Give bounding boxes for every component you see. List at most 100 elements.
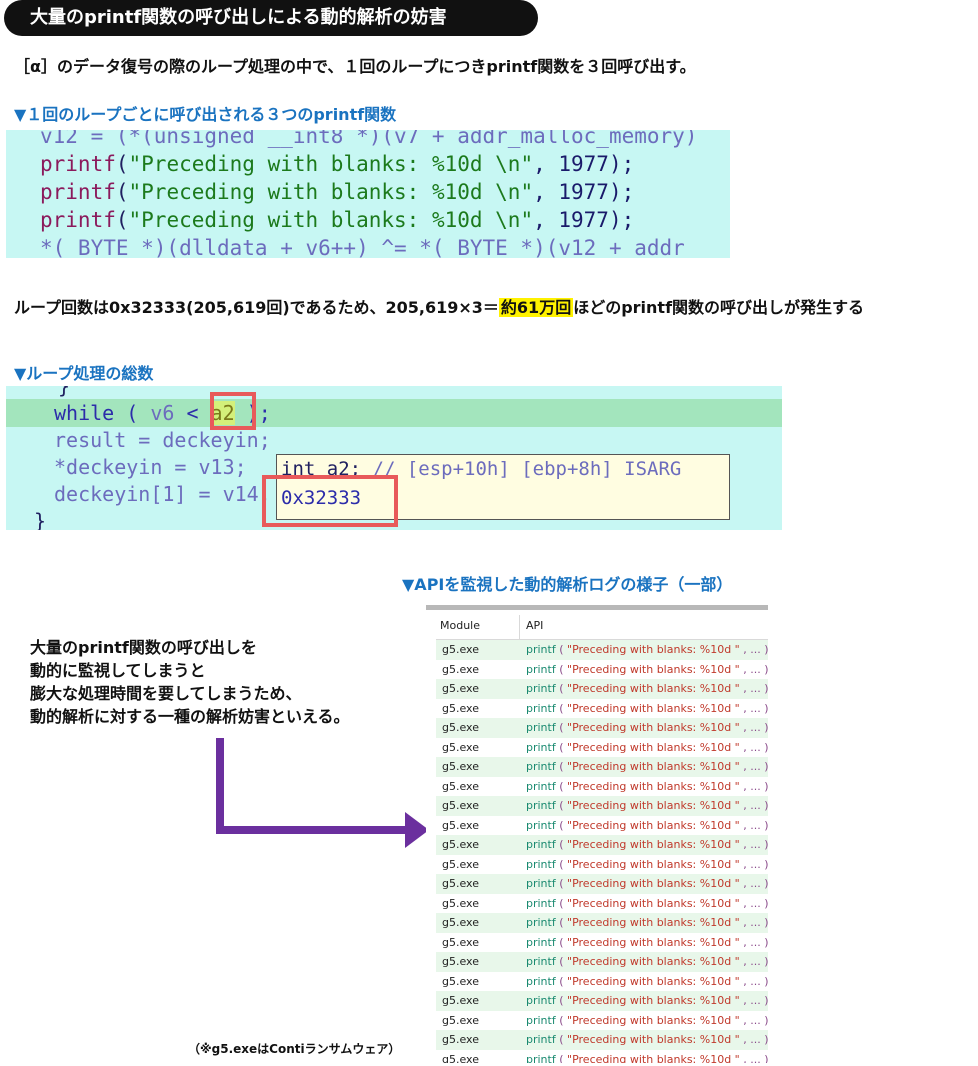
log-api-open: ( — [555, 955, 568, 968]
log-api: printf ( "Preceding with blanks: %10d " … — [526, 952, 768, 972]
log-api-fn: printf — [526, 935, 556, 949]
log-api: printf ( "Preceding with blanks: %10d " … — [526, 972, 768, 992]
log-api-open: ( — [555, 838, 568, 851]
format-string: "Preceding with blanks: %10d \n" — [128, 180, 534, 204]
log-api-fn: printf — [526, 1033, 556, 1046]
log-row[interactable]: g5.exe printf ( "Preceding with blanks: %… — [436, 952, 768, 972]
log-row[interactable]: g5.exe printf ( "Preceding with blanks: %… — [436, 835, 768, 855]
log-api-fn: printf — [526, 682, 556, 695]
log-api-fn: printf — [526, 1013, 556, 1027]
log-api-close: , ... ) — [739, 1033, 768, 1046]
highlighted-row — [6, 399, 782, 427]
log-row[interactable]: g5.exe printf ( "Preceding with blanks: %… — [436, 1050, 768, 1064]
variable-tooltip: int a2; // [esp+10h] [ebp+8h] ISARG 0x32… — [276, 454, 730, 520]
log-module: g5.exe — [442, 955, 479, 968]
log-api-close: , ... ) — [739, 799, 768, 812]
section2-heading: ▼ループ処理の総数 — [14, 364, 154, 383]
log-api: printf ( "Preceding with blanks: %10d " … — [526, 679, 768, 699]
log-rows: g5.exe printf ( "Preceding with blanks: %… — [436, 640, 768, 1063]
column-header-module[interactable]: Module — [440, 619, 480, 632]
code-line: } — [58, 386, 71, 398]
log-module: g5.exe — [442, 799, 479, 812]
log-module: g5.exe — [442, 838, 479, 851]
log-row[interactable]: g5.exe printf ( "Preceding with blanks: %… — [436, 679, 768, 699]
printf-fn: printf — [40, 180, 116, 204]
log-api: printf ( "Preceding with blanks: %10d " … — [526, 1050, 768, 1064]
log-module: g5.exe — [442, 857, 479, 871]
printf-code-snippet: v12 = (*(unsigned __int8 *)(v7 + addr_ma… — [6, 130, 730, 258]
log-api: printf ( "Preceding with blanks: %10d " … — [526, 1011, 768, 1031]
log-api-close: , ... ) — [739, 955, 768, 968]
log-api-fn: printf — [526, 857, 556, 871]
log-api-string: "Preceding with blanks: %10d " — [567, 838, 740, 851]
log-api: printf ( "Preceding with blanks: %10d " … — [526, 874, 768, 894]
log-api: printf ( "Preceding with blanks: %10d " … — [526, 640, 768, 660]
log-api: printf ( "Preceding with blanks: %10d " … — [526, 738, 768, 758]
callout-line: 動的解析に対する一種の解析妨害といえる。 — [30, 707, 350, 726]
log-api-open: ( — [555, 916, 568, 929]
log-module: g5.exe — [442, 682, 479, 695]
tooltip-value: 0x32333 — [281, 487, 362, 509]
log-api-open: ( — [555, 896, 568, 910]
log-api-open: ( — [555, 1013, 568, 1027]
log-api-string: "Preceding with blanks: %10d " — [567, 779, 740, 793]
log-api-open: ( — [555, 662, 568, 676]
log-api-string: "Preceding with blanks: %10d " — [567, 662, 740, 676]
format-string: "Preceding with blanks: %10d \n" — [128, 152, 534, 176]
log-api: printf ( "Preceding with blanks: %10d " … — [526, 699, 768, 719]
log-row[interactable]: g5.exe printf ( "Preceding with blanks: %… — [436, 699, 768, 719]
log-row[interactable]: g5.exe printf ( "Preceding with blanks: %… — [436, 816, 768, 836]
callout-line: 膨大な処理時間を要してしまうため、 — [30, 684, 302, 703]
log-api-fn: printf — [526, 994, 556, 1007]
log-api-string: "Preceding with blanks: %10d " — [567, 877, 740, 890]
column-header-api[interactable]: API — [526, 619, 544, 632]
printf-line: printf("Preceding with blanks: %10d \n",… — [40, 152, 634, 176]
log-api-close: , ... ) — [739, 974, 768, 988]
log-api-open: ( — [555, 994, 568, 1007]
log-api-string: "Preceding with blanks: %10d " — [567, 935, 740, 949]
log-api-fn: printf — [526, 779, 556, 793]
log-module: g5.exe — [442, 1052, 479, 1064]
log-module: g5.exe — [442, 818, 479, 832]
log-api-close: , ... ) — [739, 994, 768, 1007]
log-api-fn: printf — [526, 896, 556, 910]
code-line: v12 = (*(unsigned __int8 *)(v7 + addr_ma… — [40, 130, 698, 148]
log-api-fn: printf — [526, 838, 556, 851]
args: , 1977); — [533, 152, 635, 176]
log-api-open: ( — [555, 974, 568, 988]
log-api-string: "Preceding with blanks: %10d " — [567, 916, 740, 929]
intro-text: ［α］のデータ復号の際のループ処理の中で、１回のループにつきprintf関数を３… — [14, 57, 696, 76]
log-api-close: , ... ) — [739, 682, 768, 695]
log-module: g5.exe — [442, 701, 479, 715]
log-api-open: ( — [555, 643, 568, 656]
paren: ( — [115, 180, 129, 204]
log-api-string: "Preceding with blanks: %10d " — [567, 721, 740, 734]
summary-text: ループ回数は0x32333(205,619回)であるため、205,619×3＝約… — [14, 294, 864, 318]
code-line: *deckeyin = v13; — [54, 455, 247, 479]
log-api-open: ( — [555, 1052, 568, 1064]
log-api-string: "Preceding with blanks: %10d " — [567, 643, 740, 656]
log-api: printf ( "Preceding with blanks: %10d " … — [526, 991, 768, 1011]
log-api-string: "Preceding with blanks: %10d " — [567, 974, 740, 988]
log-api-close: , ... ) — [739, 643, 768, 656]
log-api-string: "Preceding with blanks: %10d " — [567, 799, 740, 812]
arrow-horizontal — [216, 826, 410, 834]
log-api: printf ( "Preceding with blanks: %10d " … — [526, 816, 768, 836]
log-api-string: "Preceding with blanks: %10d " — [567, 896, 740, 910]
